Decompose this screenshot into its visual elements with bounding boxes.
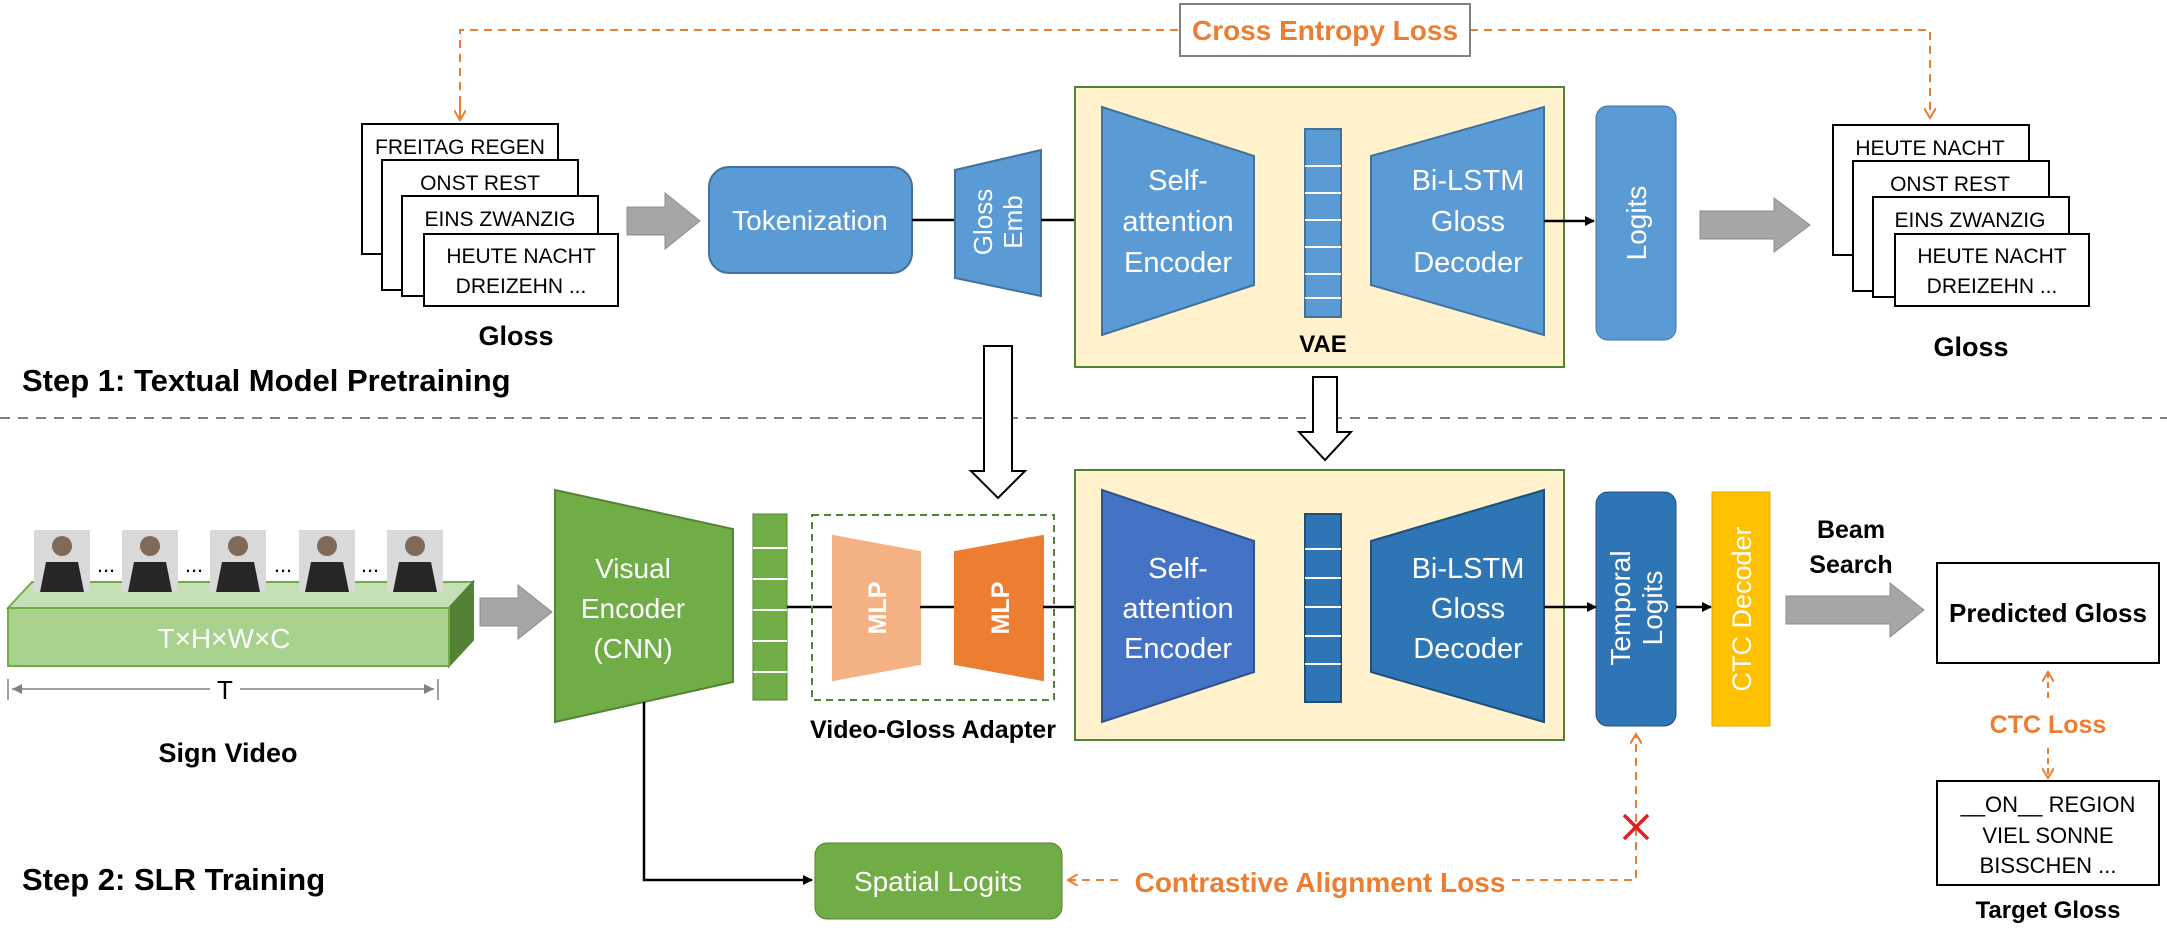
temporal-logits-label-2: Logits <box>1637 571 1668 646</box>
ctc-decoder-block: CTC Decoder <box>1711 491 1771 727</box>
video-frame-2 <box>122 530 178 592</box>
video-ellipsis-3: ... <box>274 552 292 577</box>
slr-encoder-label-1: Self- <box>1148 553 1208 585</box>
vae-label: VAE <box>1299 331 1347 358</box>
slr-latent-vector <box>1304 513 1342 703</box>
gloss-to-tokenization-arrow <box>626 191 701 251</box>
predicted-gloss-box: Predicted Gloss <box>1936 562 2160 664</box>
cross-entropy-arrow <box>459 29 1930 118</box>
target-gloss-line-1: __ON__ REGION <box>1960 792 2136 817</box>
output-gloss-card-4: HEUTE NACHT <box>1917 245 2067 268</box>
slr-encoder-label-2: attention <box>1122 593 1233 625</box>
visual-encoder-label-2: Encoder <box>581 593 685 624</box>
target-gloss-box: __ON__ REGION VIEL SONNE BISSCHEN ... Ta… <box>1936 780 2160 924</box>
contrastive-loss: Contrastive Alignment Loss <box>1068 734 1650 898</box>
slr-decoder-label-1: Bi-LSTM <box>1412 553 1525 585</box>
step2-title: Step 2: SLR Training <box>22 862 325 897</box>
input-gloss-stack: FREITAG REGEN ONST REST EINS ZWANZIG HEU… <box>361 123 619 351</box>
vae-latent-vector <box>1304 128 1342 318</box>
video-dims: T×H×W×C <box>157 623 290 654</box>
video-gloss-adapter: MLP MLP Video-Gloss Adapter <box>810 514 1056 744</box>
video-frame-4 <box>299 530 355 592</box>
vae-encoder-label-1: Self- <box>1148 165 1208 197</box>
input-gloss-card-5: DREIZEHN ... <box>456 275 587 298</box>
output-gloss-card-1: HEUTE NACHT <box>1855 137 2005 160</box>
vae-block: Self- attention Encoder Bi-LSTM Gloss De… <box>1074 86 1565 368</box>
output-gloss-card-5: DREIZEHN ... <box>1927 275 2058 298</box>
input-gloss-card-4: HEUTE NACHT <box>446 245 596 268</box>
video-t-label: T <box>217 675 233 705</box>
adapter-caption: Video-Gloss Adapter <box>810 716 1056 744</box>
logits-to-gloss-arrow <box>1699 197 1811 253</box>
transfer-arrow-vae <box>1296 376 1354 462</box>
visual-encoder-label-3: (CNN) <box>593 633 672 664</box>
contrastive-loss-label: Contrastive Alignment Loss <box>1135 867 1506 898</box>
predicted-gloss-label: Predicted Gloss <box>1949 598 2147 628</box>
output-gloss-caption: Gloss <box>1933 332 2008 362</box>
visual-encoder-block: Visual Encoder (CNN) <box>554 488 734 724</box>
output-gloss-card-3: EINS ZWANZIG <box>1895 209 2046 232</box>
video-frame-1 <box>34 530 90 592</box>
gloss-emb-block: Gloss Emb <box>954 148 1042 298</box>
gloss-emb-label-1: Gloss <box>968 189 998 255</box>
vae-encoder-label-3: Encoder <box>1124 247 1232 279</box>
gloss-emb-label-2: Emb <box>998 195 1028 248</box>
cross-entropy-loss: Cross Entropy Loss <box>459 3 1930 120</box>
slr-decoder-label-2: Gloss <box>1431 593 1505 625</box>
temporal-logits-label-1: Temporal <box>1605 550 1636 665</box>
ctc-loss-label: CTC Loss <box>1990 711 2107 739</box>
target-gloss-line-2: VIEL SONNE <box>1982 823 2113 848</box>
beam-search-label-1: Beam <box>1817 516 1885 544</box>
logits-block: Logits <box>1595 105 1677 341</box>
slr-decoder-label-3: Decoder <box>1413 633 1523 665</box>
target-gloss-caption: Target Gloss <box>1976 897 2121 924</box>
beam-search-arrow <box>1785 581 1925 639</box>
cross-entropy-box <box>1179 3 1471 57</box>
input-gloss-card-1: FREITAG REGEN <box>375 136 545 159</box>
visual-encoder-label-1: Visual <box>595 553 671 584</box>
slr-vae-block: Self- attention Encoder Bi-LSTM Gloss De… <box>1074 469 1565 741</box>
step1-title: Step 1: Textual Model Pretraining <box>22 363 511 398</box>
mlp-label-2: MLP <box>987 582 1015 635</box>
tokenization-label: Tokenization <box>732 205 888 236</box>
vae-decoder-label-1: Bi-LSTM <box>1412 165 1525 197</box>
beam-search-label-2: Search <box>1809 551 1892 579</box>
video-frame-3 <box>210 530 266 592</box>
mlp-label-1: MLP <box>864 582 892 635</box>
spatial-logits-block: Spatial Logits <box>814 842 1063 920</box>
input-gloss-card-2: ONST REST <box>420 172 540 195</box>
video-caption: Sign Video <box>158 738 297 768</box>
logits-label: Logits <box>1621 186 1652 261</box>
output-gloss-stack: HEUTE NACHT ONST REST EINS ZWANZIG HEUTE… <box>1832 124 2090 362</box>
video-to-encoder-arrow <box>479 583 553 641</box>
output-gloss-card-2: ONST REST <box>1890 173 2010 196</box>
target-gloss-line-3: BISSCHEN ... <box>1980 853 2117 878</box>
tokenization-block: Tokenization <box>708 166 913 274</box>
encoder-to-spatial-arrow <box>642 702 813 885</box>
video-ellipsis-2: ... <box>185 552 203 577</box>
input-gloss-caption: Gloss <box>478 321 553 351</box>
cross-entropy-label: Cross Entropy Loss <box>1192 15 1458 46</box>
spatial-logits-label: Spatial Logits <box>854 866 1022 897</box>
visual-feature-vector <box>752 513 788 701</box>
input-gloss-card-3: EINS ZWANZIG <box>425 208 576 231</box>
ctc-decoder-label: CTC Decoder <box>1727 526 1757 691</box>
vae-encoder-label-2: attention <box>1122 206 1233 238</box>
video-frame-5 <box>387 530 443 592</box>
stop-gradient-icon <box>1622 813 1650 841</box>
slr-encoder-label-3: Encoder <box>1124 633 1232 665</box>
video-ellipsis-1: ... <box>97 552 115 577</box>
vae-decoder-label-2: Gloss <box>1431 206 1505 238</box>
ctc-loss: CTC Loss <box>1990 672 2107 778</box>
transfer-arrow-adapter <box>968 345 1028 500</box>
video-ellipsis-4: ... <box>361 552 379 577</box>
temporal-logits-block: Temporal Logits <box>1595 491 1677 727</box>
sign-video: T×H×W×C ... ... ... ... <box>5 530 476 768</box>
vae-decoder-label-3: Decoder <box>1413 247 1523 279</box>
